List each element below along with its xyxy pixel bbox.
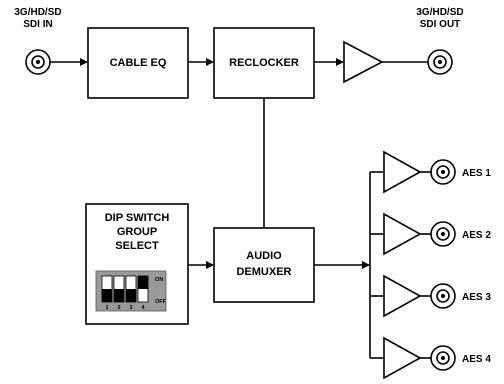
dip-number-2: 2	[117, 305, 120, 311]
aes-1-label: AES 1	[462, 168, 491, 179]
dip-switch-lever-2	[114, 289, 124, 302]
dip-switch-panel: ON OFF 1 2 3 4	[95, 270, 167, 312]
output-label-line1: 3G/HD/SD	[416, 7, 463, 18]
audio-demuxer-label-line1: AUDIO	[246, 250, 282, 262]
dip-number-4: 4	[141, 305, 145, 311]
audio-demuxer-block	[213, 227, 315, 303]
dip-switch-lever-4	[138, 276, 148, 289]
dip-switch-label-line3: SELECT	[115, 240, 159, 252]
aes-2-label: AES 2	[462, 230, 491, 241]
audio-demuxer-label-line2: DEMUXER	[236, 266, 291, 278]
cable-eq-label: CABLE EQ	[110, 57, 167, 69]
sdi-in-connector-icon	[25, 49, 51, 75]
aes-2-connector-pin	[441, 232, 445, 236]
dip-off-label: OFF	[155, 299, 167, 305]
dip-on-label: ON	[155, 277, 163, 283]
aes-3-amplifier-icon	[383, 274, 422, 318]
dip-switch-label-line1: DIP SWITCH	[105, 212, 170, 224]
input-label-line1: 3G/HD/SD	[14, 7, 61, 18]
aes-4-label: AES 4	[462, 354, 491, 365]
aes-3-label: AES 3	[462, 292, 491, 303]
dip-number-3: 3	[129, 305, 132, 311]
output-label-line2: SDI OUT	[420, 19, 461, 30]
aes-4-connector-pin	[441, 356, 445, 360]
dip-switch-label-line2: GROUP	[117, 226, 157, 238]
dip-switch-lever-3	[126, 289, 136, 302]
cable-eq-block	[87, 27, 189, 99]
dip-switch-lever-1	[102, 289, 112, 302]
aes-1-connector-pin	[441, 170, 445, 174]
output-amplifier-icon	[343, 40, 384, 84]
aes-3-connector-pin	[441, 294, 445, 298]
aes-2-amplifier-icon	[383, 212, 422, 256]
input-label-line2: SDI IN	[23, 19, 52, 30]
aes-4-amplifier-icon	[383, 336, 422, 380]
aes-1-amplifier-icon	[383, 150, 422, 194]
reclocker-label: RECLOCKER	[229, 57, 299, 69]
sdi-out-connector-icon	[427, 49, 453, 75]
dip-number-1: 1	[105, 305, 108, 311]
